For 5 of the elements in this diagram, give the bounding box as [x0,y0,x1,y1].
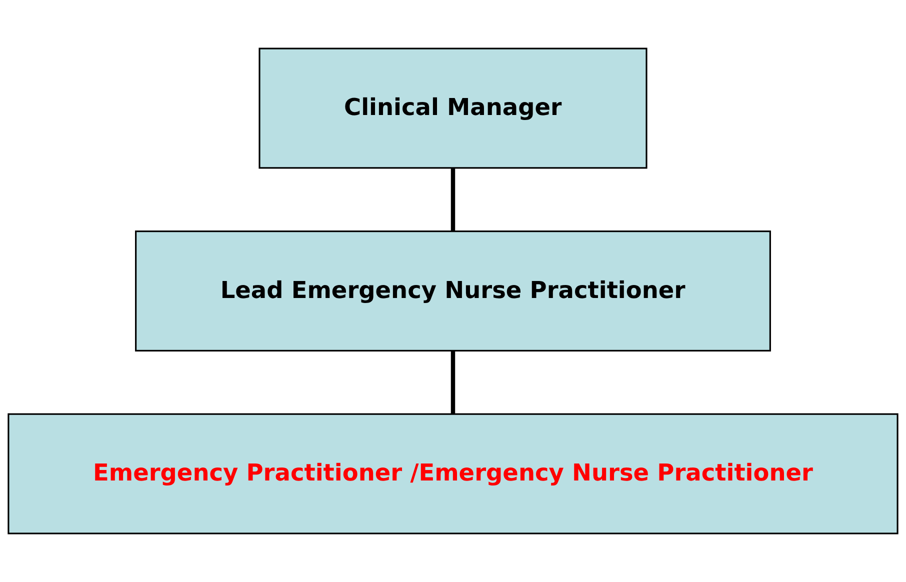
node-box: Emergency Practitioner /Emergency Nurse Practitioner [8,413,898,534]
node-box: Lead Emergency Nurse Practitioner [135,230,771,352]
connector [450,350,456,414]
node-box: Clinical Manager [258,48,648,169]
connector [450,168,456,232]
